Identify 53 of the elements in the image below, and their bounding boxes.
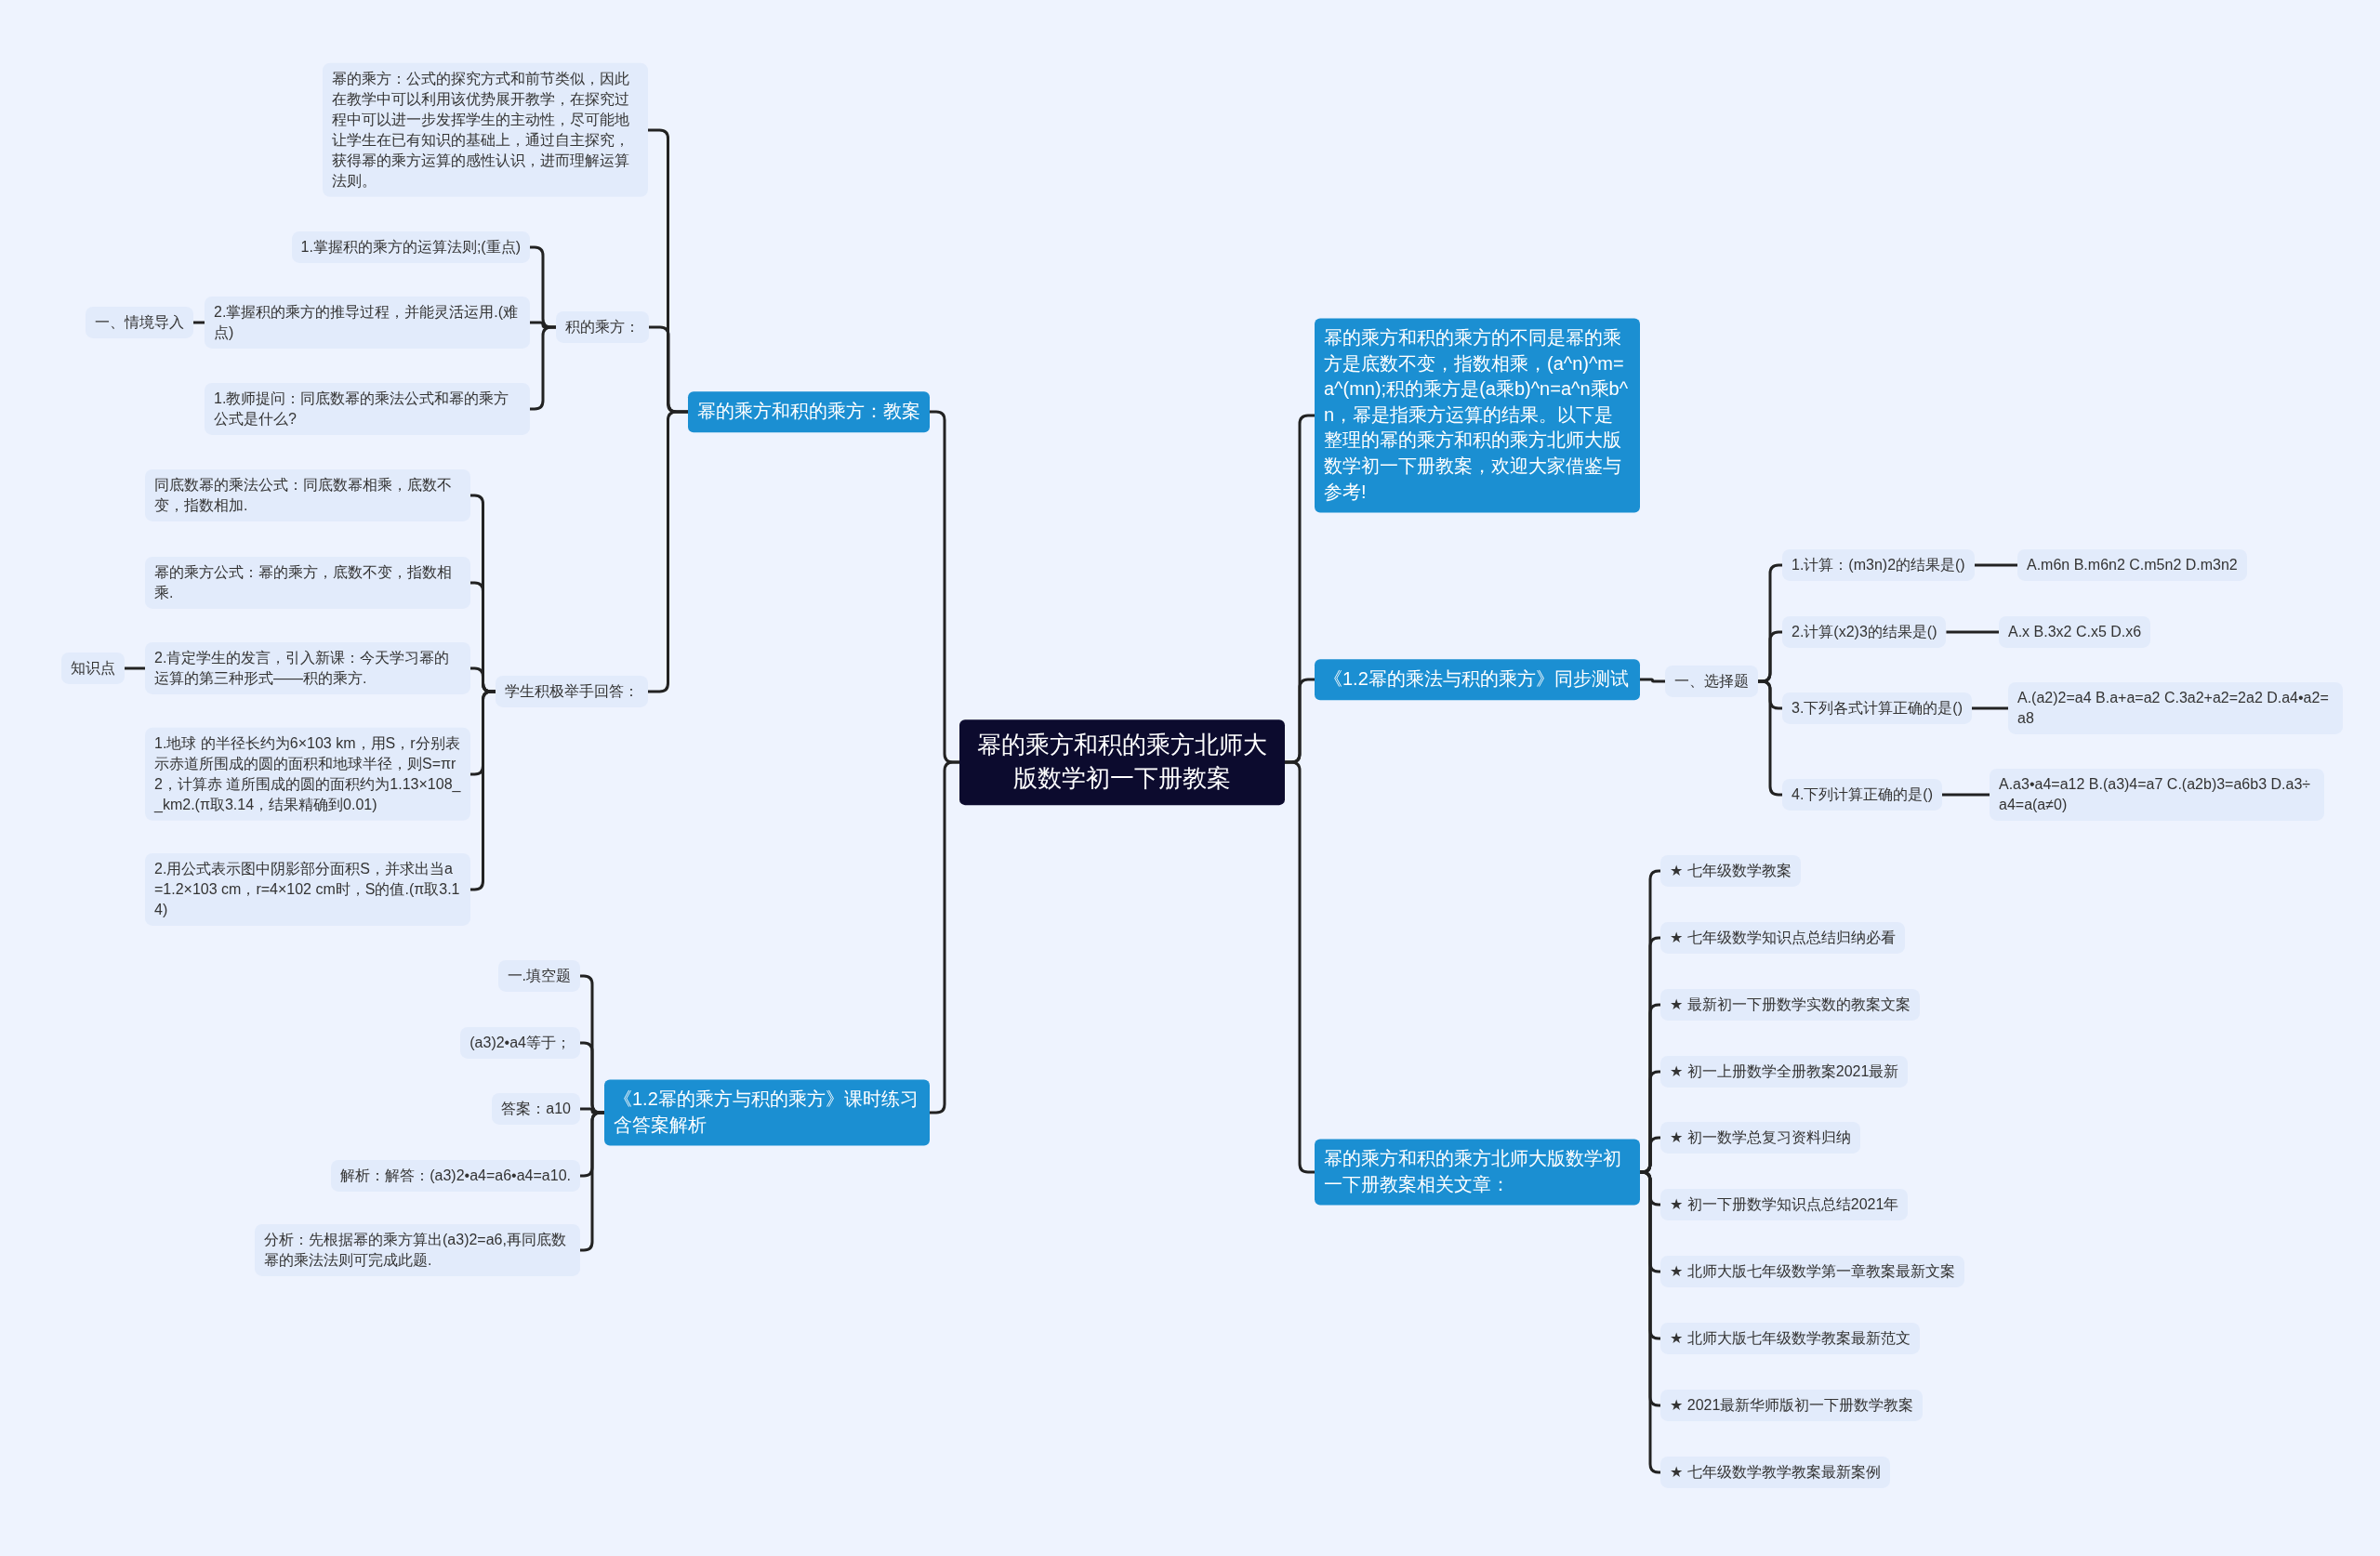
topic-note: 2.计算(x2)3的结果是()	[1782, 615, 1947, 649]
connector-line	[1972, 706, 2008, 710]
topic-note: ★ 七年级数学教案	[1660, 854, 1801, 888]
branch-topic: 幂的乘方和积的乘方：教案	[688, 391, 930, 432]
topic-note: 一、情境导入	[86, 306, 193, 339]
topic-note: (a3)2•a4等于；	[460, 1026, 580, 1060]
topic-note: 一.填空题	[497, 959, 580, 993]
connector-line	[1639, 1136, 1661, 1174]
topic-note: ★ 2021最新华师版初一下册数学教案	[1660, 1389, 1924, 1422]
branch-topic: 《1.2幂的乘方与积的乘方》课时练习含答案解析	[604, 1079, 930, 1146]
topic-note: 4.下列计算正确的是()	[1782, 778, 1942, 811]
topic-note: ★ 北师大版七年级数学第一章教案最新文案	[1660, 1255, 1964, 1288]
connector-line	[1942, 793, 1990, 797]
topic-note: 1.地球 的半径长约为6×103 km，用S，r分别表示赤道所围成的圆的面积和地球半径，则S=πr2，计算赤 道所围成的圆的面积约为1.13×108__km2.(π取3.14，结果精确到0.01)	[145, 727, 470, 822]
topic-note: 学生积极举手回答：	[496, 675, 648, 708]
branch-topic: 《1.2幂的乘法与积的乘方》同步测试	[1315, 659, 1640, 700]
topic-note: A.a3•a4=a12 B.(a3)4=a7 C.(a2b)3=a6b3 D.a3÷a4=a(a≠0)	[1990, 768, 2324, 822]
branch-topic: 幂的乘方和积的乘方的不同是幂的乘方是底数不变，指数相乘，(a^n)^m=a^(mn);积的乘方是(a乘b)^n=a^n乘b^n，幂是指乘方运算的结果。以下是整理的幂的乘方和积的乘方北师大版数学初一下册教案，欢迎大家借鉴与参考!	[1315, 318, 1640, 513]
connector-line	[1946, 630, 1999, 634]
topic-note: ★ 初一上册数学全册教案2021最新	[1660, 1055, 1909, 1088]
topic-note: 答案：a10	[492, 1092, 580, 1126]
topic-note: 3.下列各式计算正确的是()	[1782, 692, 1972, 725]
topic-note: A.x B.3x2 C.x5 D.x6	[1999, 615, 2151, 649]
topic-note: 1.教师提问：同底数幂的乘法公式和幂的乘方公式是什么?	[205, 382, 530, 436]
branch-topic: 幂的乘方和积的乘方北师大版数学初一下册教案相关文章：	[1315, 1139, 1640, 1206]
connector-line	[125, 666, 145, 670]
topic-note: 同底数幂的乘法公式：同底数幂相乘，底数不变，指数相加.	[145, 468, 470, 522]
topic-note: 知识点	[61, 652, 125, 685]
topic-note: 2.用公式表示图中阴影部分面积S，并求出当a=1.2×103 cm，r=4×102 cm时，S的值.(π取3.14)	[145, 852, 470, 927]
topic-note: ★ 初一下册数学知识点总结2021年	[1660, 1188, 1909, 1221]
topic-note: 幂的乘方公式：幂的乘方，底数不变，指数相乘.	[145, 556, 470, 610]
topic-note: 2.掌握积的乘方的推导过程，并能灵活运用.(难点)	[205, 296, 530, 349]
topic-note: 2.肯定学生的发言，引入新课：今天学习幂的运算的第三种形式——积的乘方.	[145, 641, 470, 695]
topic-note: ★ 最新初一下册数学实数的教案文案	[1660, 988, 1920, 1022]
topic-note: 幂的乘方：公式的探究方式和前节类似，因此在教学中可以利用该优势展开教学，在探究过程中可以进一步发挥学生的主动性，尽可能地让学生在已有知识的基础上，通过自主探究，获得幂的乘方运算的感性认识，进而理解运算法则。	[323, 62, 648, 198]
topic-note: 1.掌握积的乘方的运算法则;(重点)	[291, 231, 530, 264]
topic-note: 一、选择题	[1665, 665, 1758, 698]
connector-line	[930, 760, 959, 1114]
topic-note: A.(a2)2=a4 B.a+a=a2 C.3a2+a2=2a2 D.a4•a2=a8	[2008, 681, 2343, 735]
topic-note: ★ 北师大版七年级数学教案最新范文	[1660, 1322, 1920, 1355]
topic-note: A.m6n B.m6n2 C.m5n2 D.m3n2	[2017, 548, 2247, 582]
connector-line	[1974, 563, 2017, 567]
topic-note: 解析：解答：(a3)2•a4=a6•a4=a10.	[331, 1159, 580, 1193]
central-topic: 幂的乘方和积的乘方北师大版数学初一下册教案	[959, 719, 1285, 805]
topic-note: ★ 七年级数学教学教案最新案例	[1660, 1456, 1890, 1489]
topic-note: ★ 初一数学总复习资料归纳	[1660, 1121, 1860, 1154]
topic-note: 1.计算：(m3n)2的结果是()	[1782, 548, 1975, 582]
topic-note: 分析：先根据幂的乘方算出(a3)2=a6,再同底数幂的乘法法则可完成此题.	[255, 1223, 580, 1277]
connector-line	[1640, 678, 1665, 683]
topic-note: ★ 七年级数学知识点总结归纳必看	[1660, 921, 1905, 955]
connector-line	[193, 321, 205, 324]
topic-note: 积的乘方：	[556, 310, 649, 344]
connector-line	[648, 410, 688, 693]
